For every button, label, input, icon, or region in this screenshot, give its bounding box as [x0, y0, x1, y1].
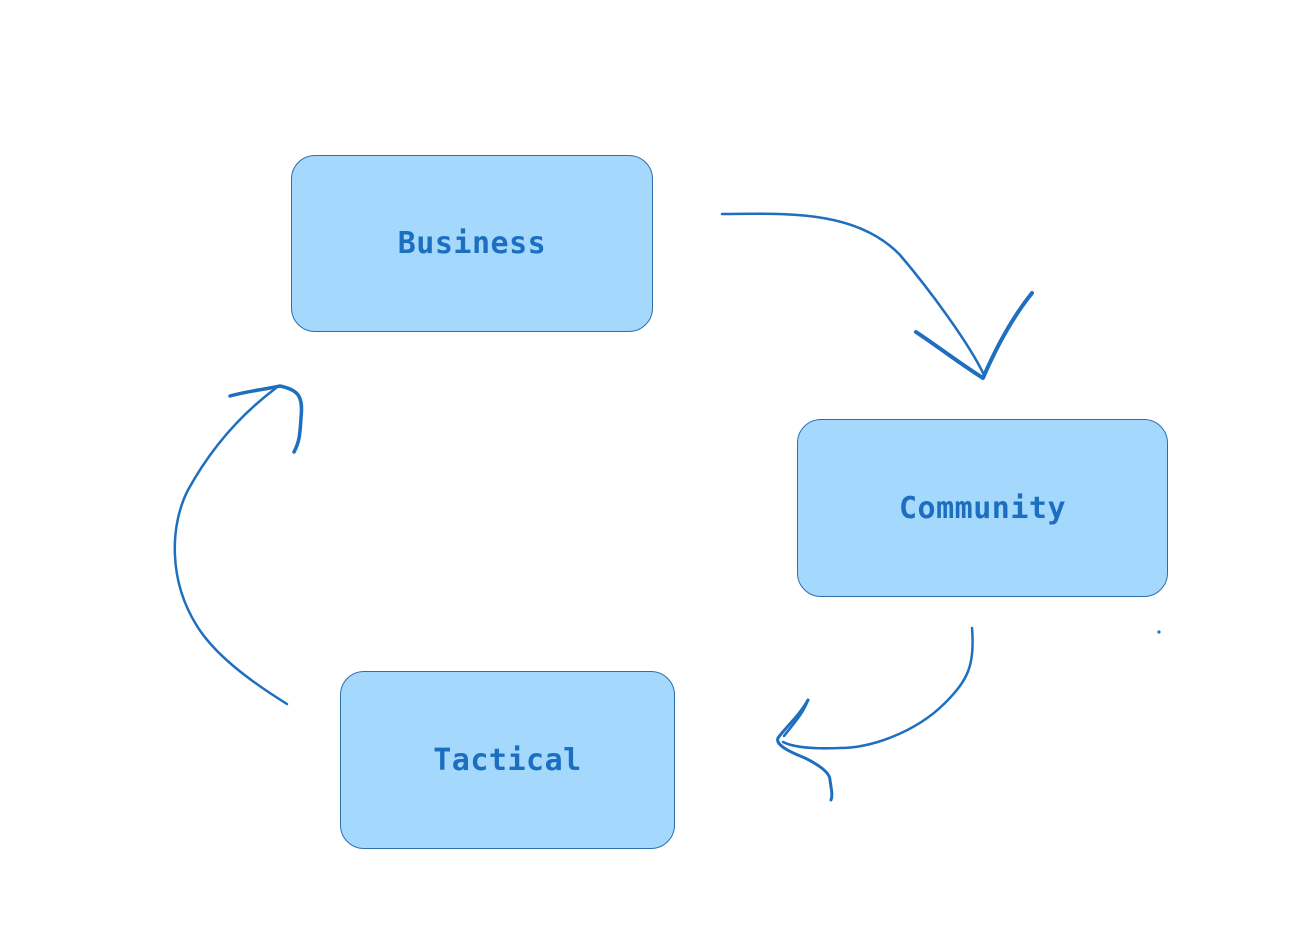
tactical-node[interactable]: Tactical	[340, 671, 675, 849]
arrow-tactical-to-business-head	[228, 384, 304, 454]
stray-dot	[1157, 630, 1161, 634]
arrow-business-to-community	[720, 212, 1034, 380]
arrow-community-to-tactical-head	[776, 698, 834, 802]
arrow-tactical-to-business	[173, 384, 304, 706]
arrow-community-to-tactical	[776, 626, 974, 802]
arrow-community-to-tactical-head-inner	[782, 698, 810, 738]
arrow-business-to-community-head	[914, 291, 1034, 380]
arrow-tactical-to-business-shaft	[173, 386, 289, 706]
business-label: Business	[397, 226, 547, 261]
community-node[interactable]: Community	[797, 419, 1168, 597]
tactical-label: Tactical	[433, 742, 582, 778]
arrow-business-to-community-shaft	[720, 212, 986, 377]
arrow-community-to-tactical-shaft	[781, 626, 974, 750]
community-label: Community	[898, 490, 1067, 526]
business-node[interactable]: Business	[291, 155, 653, 332]
